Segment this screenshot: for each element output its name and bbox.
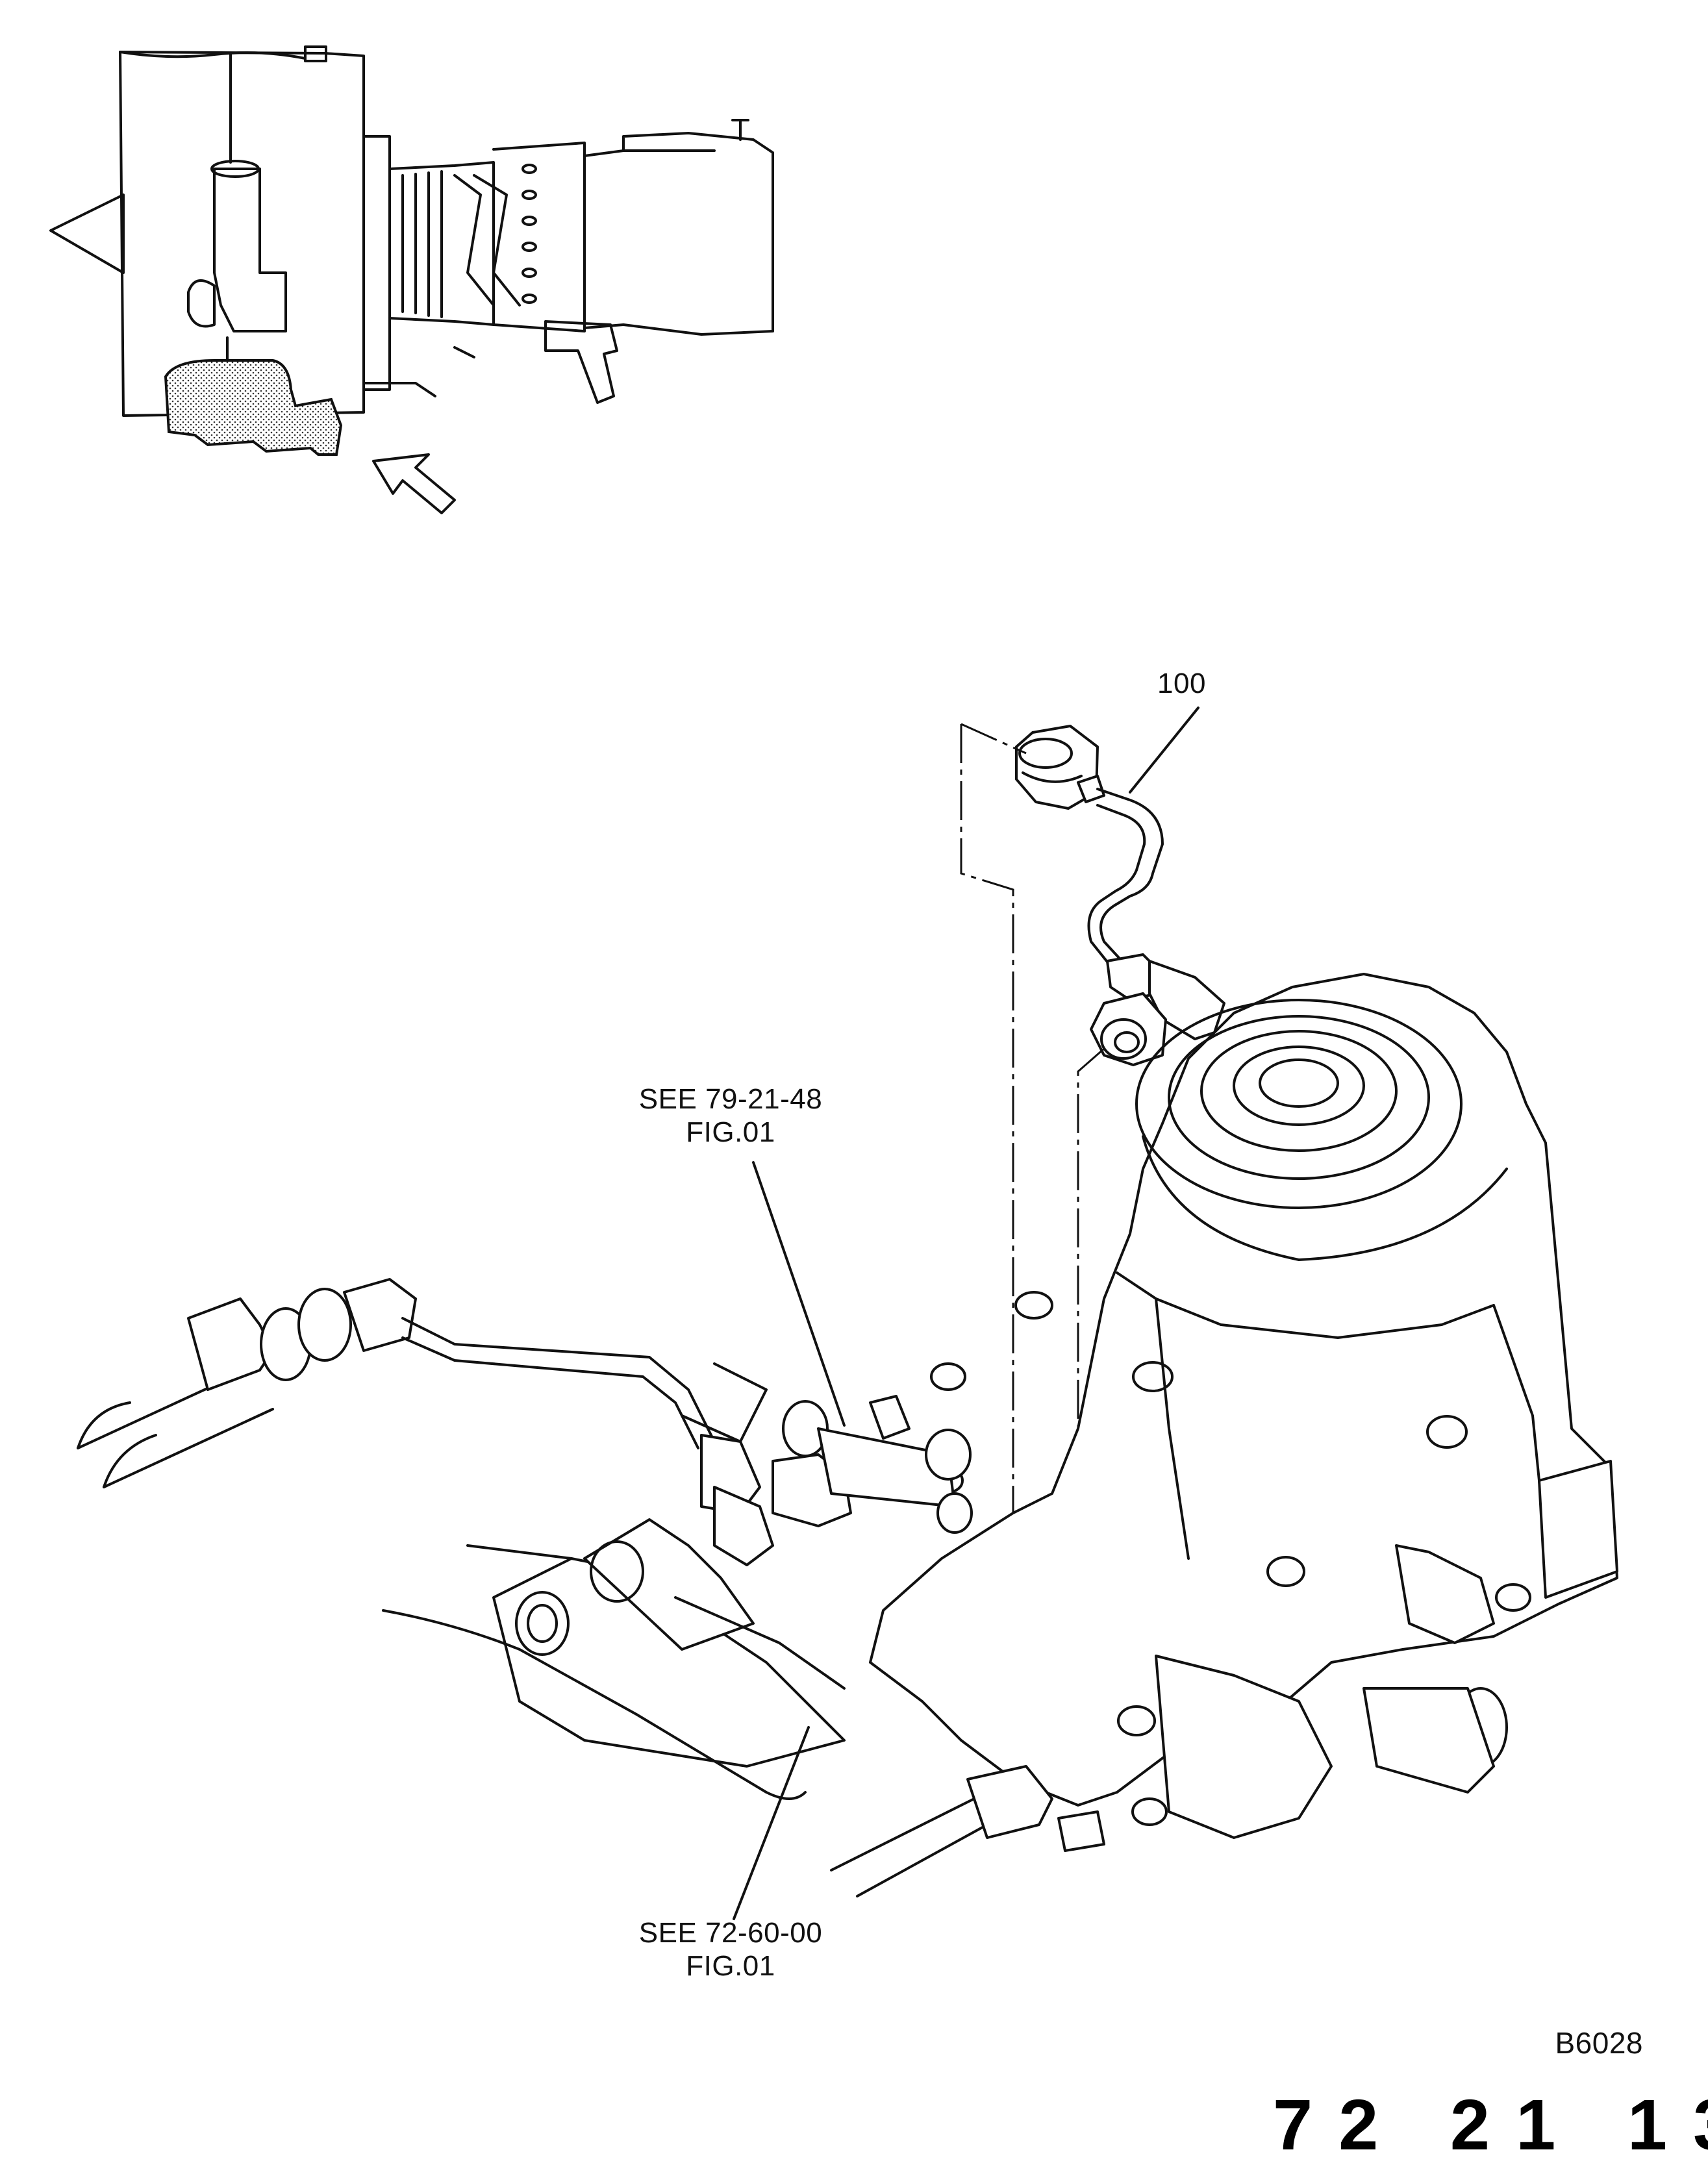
main-exploded-view — [77, 707, 1618, 1920]
mount-brackets — [382, 1362, 846, 1800]
reference-line1: SEE 79-21-48 — [638, 1083, 823, 1115]
figure-code: B6028 — [1555, 2026, 1643, 2060]
tube-assembly-100 — [1015, 725, 1225, 1066]
reference-line2: FIG.01 — [686, 1949, 775, 1982]
technical-illustration — [49, 45, 1618, 1920]
ref-leader-79-21-48 — [752, 1161, 846, 1427]
footer-page-code: 72 21 13 — [1273, 2085, 1708, 2165]
reference-callout-79-21-48: SEE 79-21-48 FIG.01 — [623, 1083, 838, 1149]
reference-line2: FIG.01 — [686, 1116, 775, 1148]
item-100-leader — [1129, 707, 1199, 794]
reference-callout-72-60-00: SEE 72-60-00 FIG.01 — [623, 1917, 838, 1983]
ref-leader-72-60-00 — [733, 1726, 810, 1920]
accessory-gearbox — [869, 973, 1618, 1839]
engine-locator-inset — [49, 45, 774, 514]
lower-shaft — [830, 1797, 988, 1897]
item-number-label: 100 — [1157, 668, 1206, 699]
reference-line1: SEE 72-60-00 — [638, 1917, 823, 1949]
installation-centerline — [960, 723, 1027, 1523]
fuel-line-assembly — [77, 1278, 973, 1566]
